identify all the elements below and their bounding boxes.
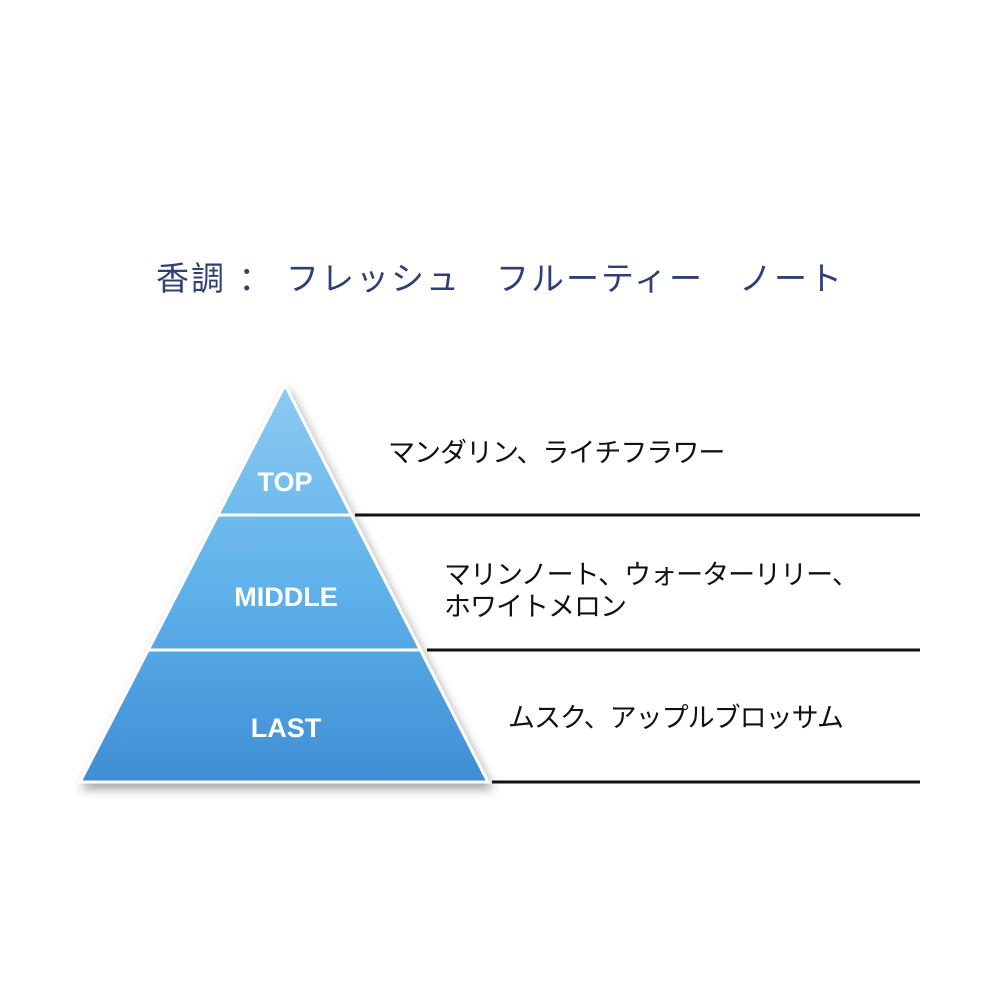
middle-notes-line2: ホワイトメロン (444, 592, 627, 623)
tier-label-top: TOP (257, 467, 312, 497)
last-notes: ムスク、アップルブロッサム (508, 703, 844, 734)
middle-notes: マリンノート、ウォーターリリー、 ホワイトメロン (444, 560, 859, 624)
tier-label-middle: MIDDLE (234, 582, 338, 612)
pyramid-shape (77, 381, 491, 784)
top-notes: マンダリン、ライチフラワー (388, 438, 725, 469)
middle-notes-line1: マリンノート、ウォーターリリー、 (444, 560, 859, 591)
tier-label-last: LAST (251, 713, 322, 743)
fragrance-title: 香調 ： フレッシュ フルーティー ノート (156, 259, 844, 298)
